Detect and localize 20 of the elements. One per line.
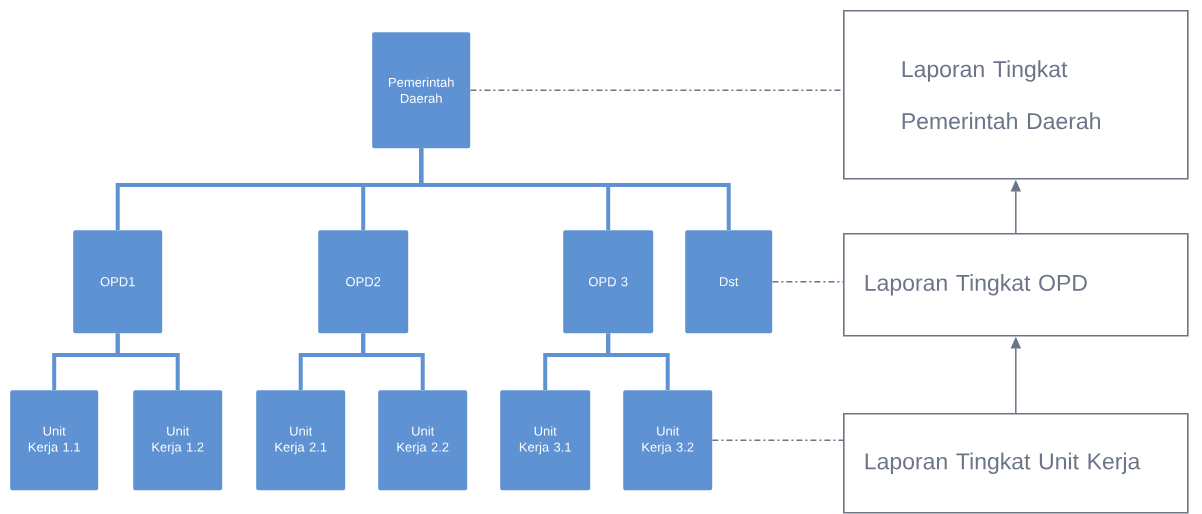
org-box: OPD 3 [563, 230, 654, 334]
org-box: OPD2 [318, 230, 409, 334]
report-box: Laporan Tingkat Unit Kerja [843, 413, 1189, 514]
org-box: Pemerintah Daerah [372, 32, 471, 149]
report-box: Laporan Tingkat Pemerintah Daerah [843, 10, 1189, 180]
connector-line [361, 333, 425, 390]
org-box: Unit Kerja 3.1 [500, 390, 591, 491]
org-box: Dst [685, 230, 773, 334]
connector-line [419, 148, 731, 230]
org-box: Unit Kerja 1.1 [10, 390, 99, 491]
report-box: Laporan Tingkat OPD [843, 233, 1189, 337]
org-box: Unit Kerja 2.2 [378, 390, 468, 491]
org-box: Unit Kerja 3.2 [623, 390, 713, 491]
dotted-line [771, 280, 844, 283]
org-box: OPD1 [73, 230, 163, 334]
org-box: Unit Kerja 1.2 [133, 390, 223, 491]
org-box: Unit Kerja 2.1 [256, 390, 346, 491]
dotted-line [711, 439, 844, 441]
connector-line [115, 333, 180, 390]
connector-line [606, 333, 670, 390]
